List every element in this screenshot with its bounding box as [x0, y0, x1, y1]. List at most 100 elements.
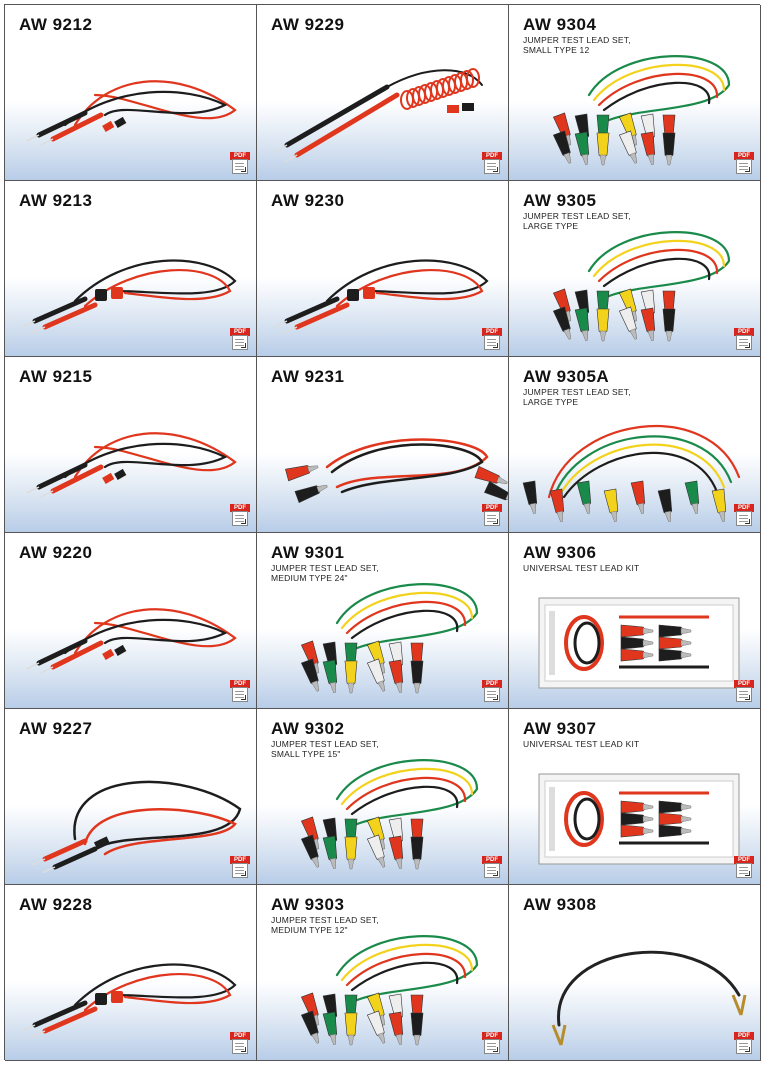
- pdf-download-icon[interactable]: PDF: [230, 328, 250, 350]
- pdf-download-icon[interactable]: PDF: [482, 328, 502, 350]
- product-code: AW 9305A: [523, 367, 610, 386]
- pdf-download-icon[interactable]: PDF: [734, 328, 754, 350]
- product-description: JUMPER TEST LEAD SET,MEDIUM TYPE 24": [271, 563, 471, 583]
- product-code: AW 9307: [523, 719, 597, 738]
- alligator-clip-bundle-image: [300, 583, 479, 694]
- probe-leads-red-black-image: [26, 608, 237, 674]
- alligator-clip-bundle-image: [552, 55, 731, 166]
- product-description: JUMPER TEST LEAD SET,SMALL TYPE 12: [523, 35, 723, 55]
- pdf-download-icon[interactable]: PDF: [734, 1032, 754, 1054]
- probe-leads-red-black-image: [26, 432, 237, 498]
- pdf-download-icon[interactable]: PDF: [734, 856, 754, 878]
- document-icon: [736, 511, 752, 526]
- coiled-probe-leads-image: [274, 68, 483, 163]
- product-code: AW 9228: [19, 895, 93, 914]
- product-description: UNIVERSAL TEST LEAD KIT: [523, 563, 723, 573]
- document-icon: [484, 863, 500, 878]
- description-line: LARGE TYPE: [523, 221, 579, 231]
- pdf-download-icon[interactable]: PDF: [230, 152, 250, 174]
- product-code: AW 9230: [271, 191, 345, 210]
- document-icon: [232, 511, 248, 526]
- description-line: JUMPER TEST LEAD SET,: [271, 739, 379, 749]
- alligator-clip-loop-image: [522, 424, 741, 522]
- document-icon: [232, 863, 248, 878]
- product-description: JUMPER TEST LEAD SET,SMALL TYPE 15": [271, 739, 471, 759]
- probe-leads-right-angle-image: [21, 963, 237, 1038]
- pdf-download-icon[interactable]: PDF: [482, 504, 502, 526]
- description-line: LARGE TYPE: [523, 397, 579, 407]
- product-code: AW 9304: [523, 15, 597, 34]
- document-icon: [736, 1039, 752, 1054]
- pdf-label: PDF: [482, 504, 502, 512]
- pdf-download-icon[interactable]: PDF: [482, 856, 502, 878]
- description-line: SMALL TYPE 12: [523, 45, 590, 55]
- pdf-label: PDF: [230, 152, 250, 160]
- document-icon: [484, 687, 500, 702]
- product-code: AW 9305: [523, 191, 597, 210]
- document-icon: [736, 335, 752, 350]
- pdf-label: PDF: [482, 856, 502, 864]
- pdf-label: PDF: [734, 152, 754, 160]
- product-description: JUMPER TEST LEAD SET,LARGE TYPE: [523, 211, 723, 231]
- alligator-clip-bundle-image: [300, 759, 479, 870]
- pdf-download-icon[interactable]: PDF: [734, 152, 754, 174]
- product-description: JUMPER TEST LEAD SET,MEDIUM TYPE 12": [271, 915, 471, 935]
- product-code: AW 9308: [523, 895, 597, 914]
- pdf-label: PDF: [230, 856, 250, 864]
- product-code: AW 9229: [271, 15, 345, 34]
- product-code: AW 9215: [19, 367, 93, 386]
- pdf-download-icon[interactable]: PDF: [230, 1032, 250, 1054]
- banana-leads-image: [31, 780, 242, 874]
- alligator-clip-bundle-image: [300, 935, 479, 1046]
- description-line: JUMPER TEST LEAD SET,: [271, 915, 379, 925]
- pdf-label: PDF: [230, 1032, 250, 1040]
- probe-leads-right-angle-image: [21, 259, 237, 334]
- document-icon: [232, 1039, 248, 1054]
- document-icon: [232, 335, 248, 350]
- description-line: MEDIUM TYPE 24": [271, 573, 348, 583]
- description-line: JUMPER TEST LEAD SET,: [271, 563, 379, 573]
- alligator-clip-bundle-image: [552, 231, 731, 342]
- product-description: JUMPER TEST LEAD SET,LARGE TYPE: [523, 387, 723, 407]
- description-line: JUMPER TEST LEAD SET,: [523, 211, 631, 221]
- pdf-label: PDF: [230, 504, 250, 512]
- product-code: AW 9220: [19, 543, 93, 562]
- product-description: UNIVERSAL TEST LEAD KIT: [523, 739, 723, 749]
- pdf-download-icon[interactable]: PDF: [734, 680, 754, 702]
- document-icon: [232, 159, 248, 174]
- pdf-label: PDF: [230, 680, 250, 688]
- description-line: JUMPER TEST LEAD SET,: [523, 35, 631, 45]
- description-line: SMALL TYPE 15": [271, 749, 341, 759]
- document-icon: [736, 687, 752, 702]
- pdf-download-icon[interactable]: PDF: [230, 504, 250, 526]
- pdf-download-icon[interactable]: PDF: [230, 856, 250, 878]
- pdf-download-icon[interactable]: PDF: [482, 1032, 502, 1054]
- description-line: MEDIUM TYPE 12": [271, 925, 348, 935]
- pdf-download-icon[interactable]: PDF: [230, 680, 250, 702]
- document-icon: [484, 159, 500, 174]
- description-line: UNIVERSAL TEST LEAD KIT: [523, 563, 640, 573]
- pdf-download-icon[interactable]: PDF: [482, 152, 502, 174]
- pdf-download-icon[interactable]: PDF: [734, 504, 754, 526]
- product-code: AW 9301: [271, 543, 345, 562]
- test-lead-kit-image: [538, 773, 740, 865]
- pdf-download-icon[interactable]: PDF: [482, 680, 502, 702]
- description-line: UNIVERSAL TEST LEAD KIT: [523, 739, 640, 749]
- product-code: AW 9213: [19, 191, 93, 210]
